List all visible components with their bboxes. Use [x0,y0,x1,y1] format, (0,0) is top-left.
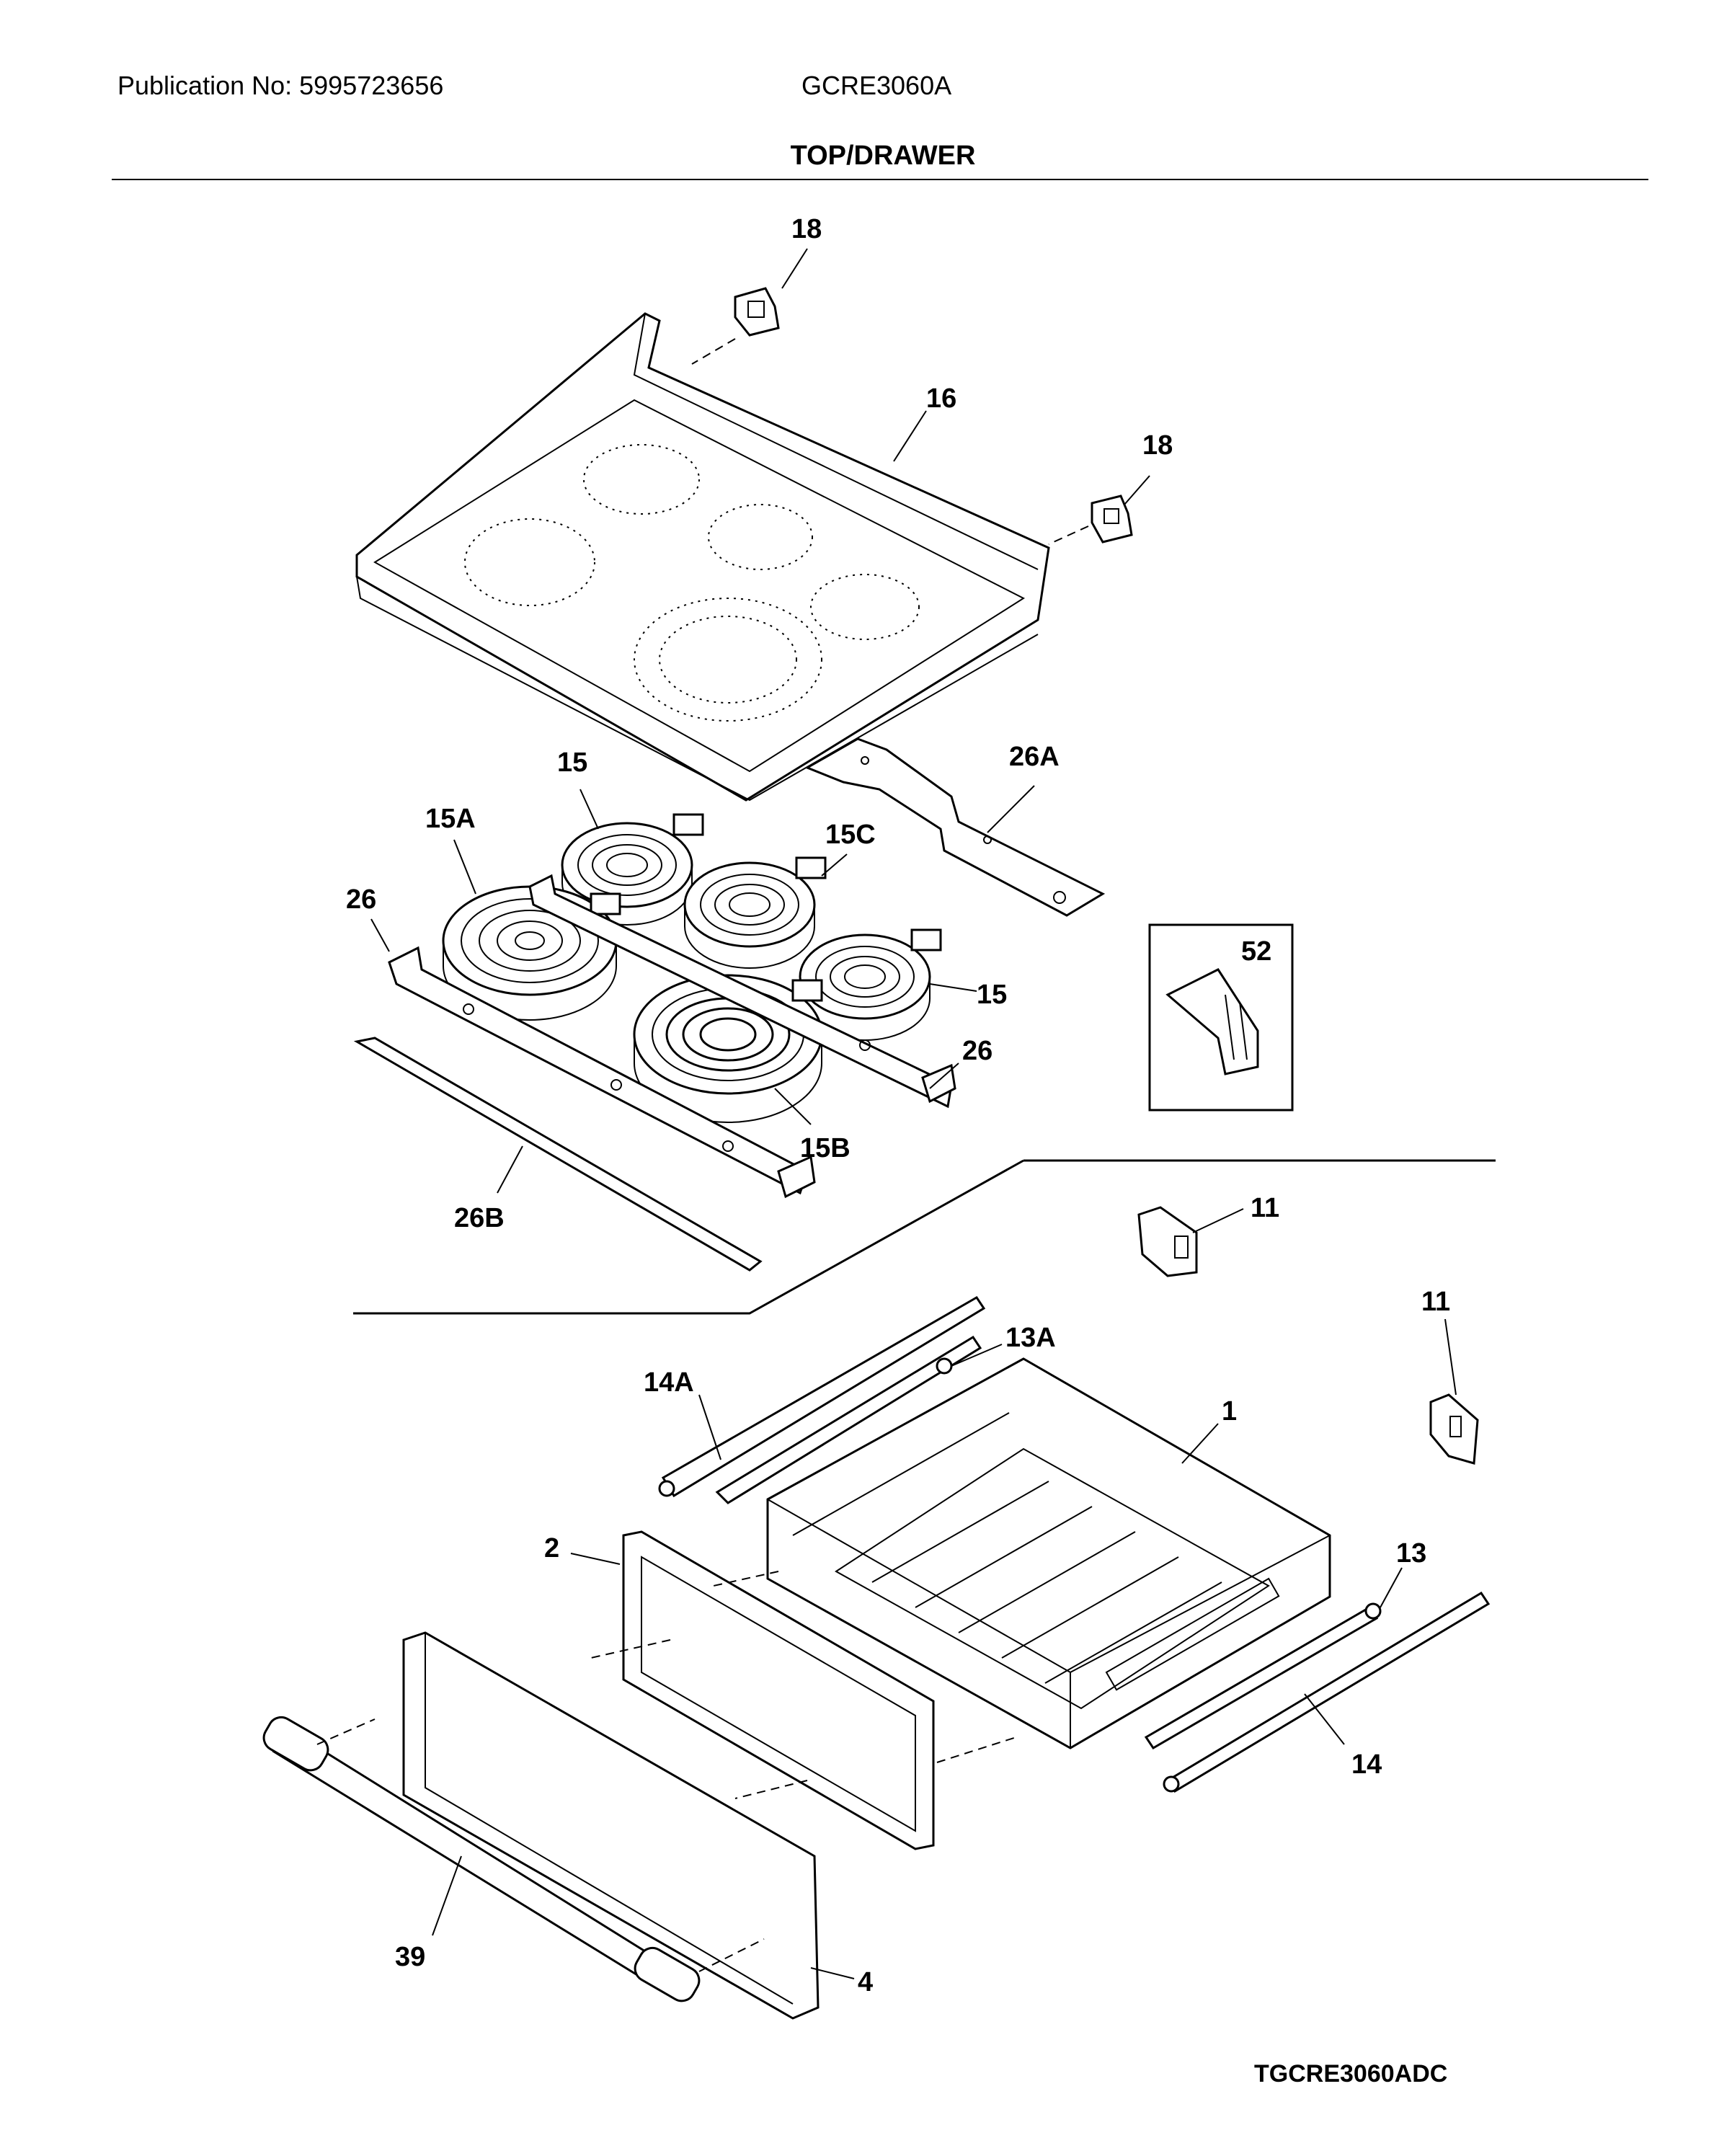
callout-26-right: 26 [962,1036,992,1066]
drawing-id: TGCRE3060ADC [1254,2060,1448,2088]
cooktop-glass-top [355,312,1050,802]
callout-26-left: 26 [346,884,376,915]
drawer-handle [262,1716,701,2002]
drawer-glide-right-14 [1144,1591,1491,1793]
callout-18-right: 18 [1142,430,1173,461]
callout-11-upper: 11 [1251,1193,1279,1223]
top-bracket-left [691,287,780,365]
section-separator-line [353,1159,1496,1315]
callout-18-left: 18 [791,214,822,244]
callout-39: 39 [395,1942,425,1972]
callout-2: 2 [544,1533,559,1563]
drawer-glide-left-14a [658,1296,986,1504]
front-trim-26b [353,1037,763,1272]
callout-15-top: 15 [557,747,587,778]
callout-13: 13 [1396,1538,1426,1569]
rear-bracket-26a [804,737,1106,917]
callout-15b: 15B [800,1133,851,1163]
callout-52: 52 [1241,936,1271,967]
leader-lines [370,248,1457,1979]
assembly-dashes [316,1571,1017,1972]
callout-15-right: 15 [977,980,1007,1010]
surface-element-15c [683,856,827,969]
top-bracket-right [1048,494,1133,545]
inset-box-52 [1148,923,1294,1112]
header-divider [112,179,1648,180]
model-number: GCRE3060A [801,71,952,100]
drawer-glide-bracket-11-upper [1137,1206,1198,1277]
element-support-bracket-front [388,946,816,1199]
callout-16: 16 [926,383,956,414]
callout-26a: 26A [1009,742,1060,772]
callout-14: 14 [1351,1749,1382,1780]
callout-14a: 14A [644,1367,694,1398]
callout-26b: 26B [454,1203,505,1233]
drawer-front-frame [622,1530,935,1850]
drawer-glide-bracket-11-lower [1429,1393,1479,1465]
callout-15a: 15A [425,804,476,834]
drawer-front-panel [402,1631,820,2020]
section-title: TOP/DRAWER [790,141,976,171]
callout-13a: 13A [1005,1323,1056,1353]
callout-4: 4 [858,1967,873,1997]
callout-11-lower: 11 [1421,1287,1450,1317]
element-support-bracket-rear [528,874,956,1109]
callout-15c: 15C [825,820,876,850]
publication-number: Publication No: 5995723656 [117,71,444,100]
callout-1: 1 [1222,1396,1237,1427]
